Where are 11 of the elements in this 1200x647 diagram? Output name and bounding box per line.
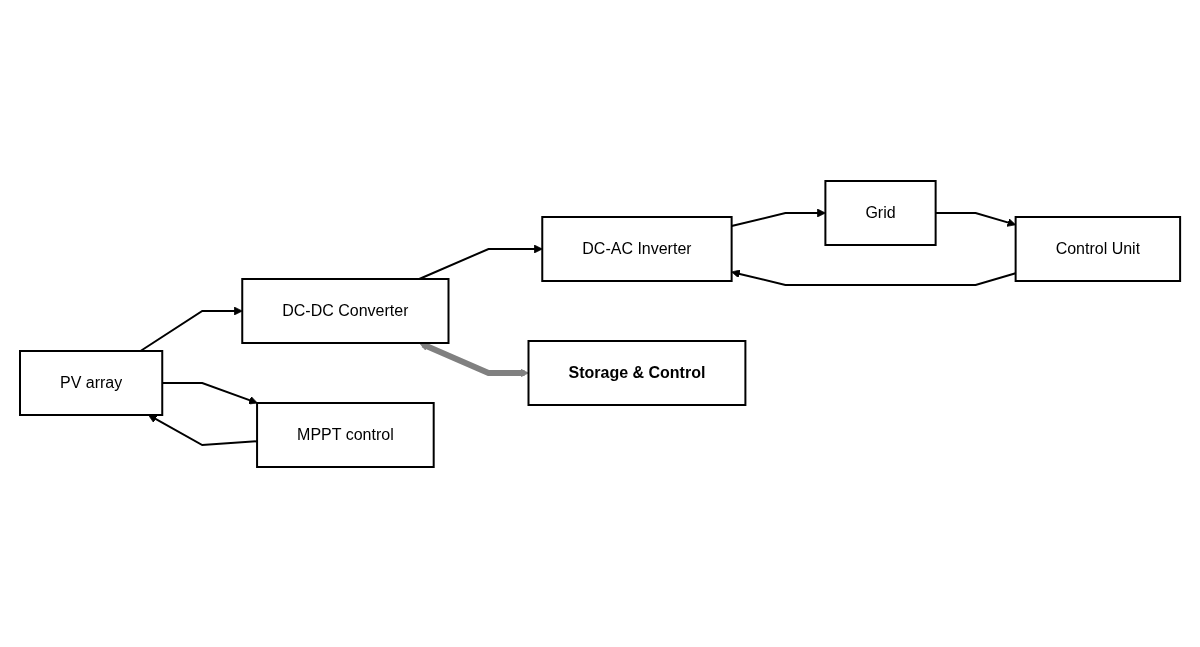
arrow [419, 341, 529, 377]
arrow [148, 414, 258, 446]
node-box: DC-DC Converter [241, 277, 450, 344]
node-box: Grid [824, 179, 937, 246]
node-box: MPPT control [256, 401, 435, 468]
arrow [418, 244, 543, 280]
arrow [139, 306, 243, 352]
node-box: Storage & Control [527, 339, 747, 406]
node-box: PV array [18, 349, 164, 416]
node-box: Control Unit [1014, 215, 1182, 282]
node-box: DC-AC Inverter [541, 215, 733, 282]
